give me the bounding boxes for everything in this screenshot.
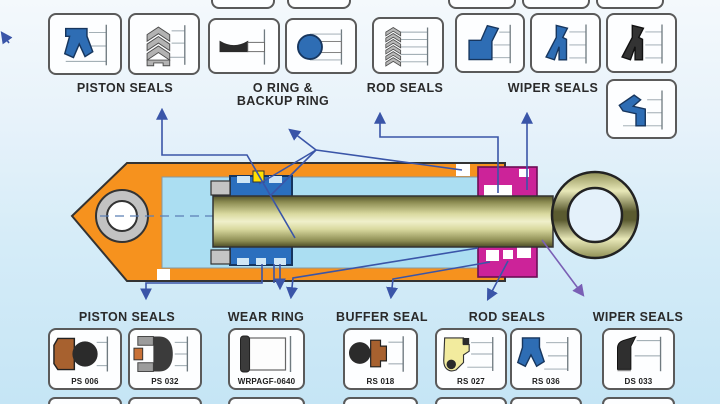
cropped-box [48,397,122,404]
box-wiper-seal-3 [606,13,677,73]
box-ds033: DS 033 [602,328,675,390]
cropped-box [602,397,675,404]
wiper-seal-profile-icon [617,335,662,372]
box-rs018: RS 018 [343,328,418,390]
buffer-seal-profile-icon [348,336,404,372]
piston-seal-vee-stack-icon [146,25,186,67]
leader-wiper-seals-bottom [541,239,585,297]
box-wiper-seal-4 [606,79,677,139]
backup-ring-icon [219,29,266,65]
box-rs036: RS 036 [510,328,582,390]
leader-oring-b [269,149,317,197]
top-label-o-ring-backup: O RING & BACKUP RING [208,82,358,108]
part-code: RS 027 [457,377,485,386]
box-wiper-seal-1 [455,13,525,73]
box-rs027: RS 027 [435,328,507,390]
box-rod-seal-vee [372,17,444,74]
leader-buffer-seal [386,261,491,300]
leader-oring-arrow [288,128,317,151]
cropped-box [287,0,351,9]
cropped-box [510,397,582,404]
leader-rod-seals-top [374,111,499,193]
box-ps032: PS 032 [128,328,202,390]
box-piston-seal-ucup [48,13,122,75]
cropped-box [128,397,202,404]
part-code: DS 033 [624,377,653,386]
piston-rod [212,195,554,248]
box-backup-ring [208,18,280,74]
o-ring-icon [297,29,343,65]
wear-ring-strip-icon [240,335,292,373]
cropped-box [448,0,516,9]
top-label-wiper-seals: WIPER SEALS [507,81,599,95]
part-code: RS 018 [366,377,395,386]
top-label-piston-seals: PISTON SEALS [76,81,174,95]
rod-seal-ucup-icon [516,337,569,371]
backup-ring-groove [252,170,265,183]
wiper-seal-blue-icon [468,24,511,64]
top-label-o-ring-line2: BACKUP RING [236,94,330,108]
bottom-label-rod-seals: ROD SEALS [468,310,546,324]
part-code: PS 006 [71,377,99,386]
box-piston-seal-vee [128,13,200,75]
cropped-box [435,397,507,404]
box-wrpagf0640: WRPAGF-0640 [228,328,305,390]
piston-seal-oring-energized-icon [53,336,109,372]
rod-seal-yellow-icon [443,337,494,372]
leader-arrows [0,31,585,301]
leader-wear-ring-gland [286,247,479,300]
rod-eye [550,170,640,260]
piston-seal-ucup-icon [63,24,107,66]
box-ps006: PS 006 [48,328,122,390]
port-top [456,164,470,176]
bottom-label-wiper-seals: WIPER SEALS [592,310,684,324]
wiper-seal-black-icon [621,24,663,64]
cropped-box [343,397,418,404]
part-code: RS 036 [532,377,560,386]
piston-seal-compact-icon [133,336,189,372]
cropped-box [522,0,590,9]
leader-oring-c [315,149,463,171]
cropped-box [228,397,305,404]
wiper-seal-lipped-icon [545,24,587,64]
top-label-rod-seals: ROD SEALS [366,81,444,95]
part-code: PS 032 [151,377,179,386]
wiper-seal-angled-icon [618,90,663,130]
piston-nut-top [210,180,231,196]
cropped-box [596,0,664,9]
port-bottom [157,269,170,280]
piston-nut-bottom [210,249,231,265]
box-wiper-seal-2 [530,13,601,73]
bottom-label-buffer-seal: BUFFER SEAL [336,310,428,324]
bottom-label-piston-seals: PISTON SEALS [78,310,176,324]
leader-rod-seals-bottom [486,260,509,301]
box-o-ring [285,18,357,74]
rod-seal-vee-stack-icon [385,26,429,67]
leader-edge-fragment [0,31,13,45]
cropped-box [211,0,275,9]
leader-oring-a [258,149,317,185]
part-code: WRPAGF-0640 [237,377,296,386]
leader-piston-seals-bottom [140,264,263,301]
leader-piston-seals-top [156,107,296,239]
bottom-label-wear-ring: WEAR RING [227,310,305,324]
top-label-o-ring-line1: O RING & [252,81,314,95]
